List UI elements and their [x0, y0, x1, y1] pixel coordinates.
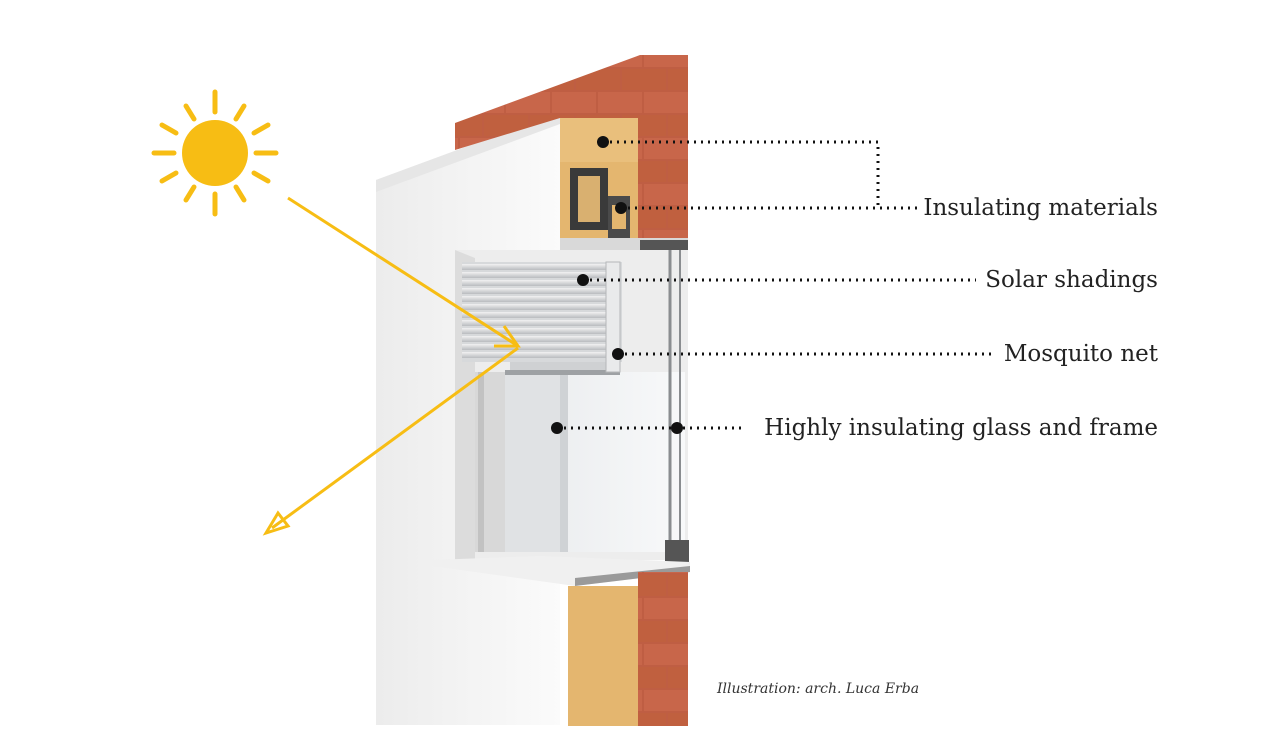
- shutter-slat: [462, 344, 612, 350]
- leader-lines: [557, 140, 992, 430]
- label-mosquito-net: Mosquito net: [1003, 341, 1158, 367]
- sun-icon: [151, 89, 279, 217]
- brick-bottom: [638, 572, 688, 726]
- illustration-credit: Illustration: arch. Luca Erba: [717, 681, 920, 697]
- shutter-slat: [462, 336, 612, 342]
- shutter-slat: [462, 272, 612, 278]
- shutter-slat: [462, 320, 612, 326]
- insulation-bottom: [568, 586, 638, 726]
- label-solar-shadings: Solar shadings: [985, 267, 1158, 293]
- shutter-slat: [462, 264, 612, 270]
- mosquito-net-frame: [605, 261, 621, 373]
- sunlight-arrow: [262, 196, 521, 536]
- shutter-slat: [462, 312, 612, 318]
- label-insulating-materials: Insulating materials: [923, 195, 1158, 221]
- shutter-slat: [462, 352, 612, 358]
- shutter-slat: [462, 304, 612, 310]
- label-glass-and-frame: Highly insulating glass and frame: [764, 415, 1158, 441]
- shutter-slat: [462, 288, 612, 294]
- shutter-slat: [462, 328, 612, 334]
- shutter-slat: [462, 280, 612, 286]
- shutter-slat: [462, 296, 612, 302]
- solar-shading-slats: [462, 262, 622, 375]
- leader-dots: [551, 136, 683, 434]
